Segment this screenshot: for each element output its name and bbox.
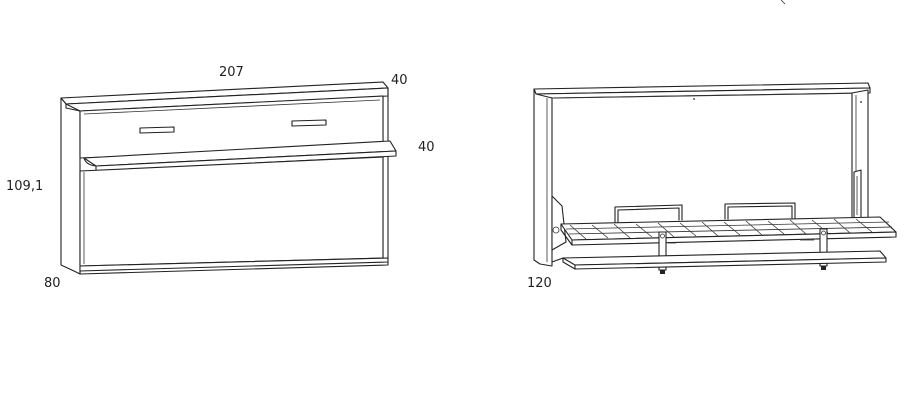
depth-label-top: 40: [391, 73, 408, 88]
corner-mark: [780, 0, 786, 5]
height-label: 109,1: [6, 179, 43, 194]
open-left-side: [533, 88, 553, 267]
right-handle: [291, 119, 327, 127]
left-handle: [139, 126, 175, 134]
left-mechanism: [551, 195, 567, 251]
bed-frame-front: [571, 231, 897, 246]
open-plinth: [574, 257, 887, 270]
headboard-right: [724, 202, 796, 220]
depth-label-desk: 40: [418, 140, 435, 155]
closed-unit: [60, 81, 397, 275]
closed-left-side: [60, 97, 81, 275]
bed-slats: [565, 218, 893, 240]
desk-front: [95, 150, 397, 172]
depth-label-bottom: 80: [44, 276, 61, 291]
headboard-left: [614, 204, 683, 223]
width-label: 207: [219, 65, 244, 80]
closed-lower-panel: [79, 156, 384, 267]
open-unit: [533, 82, 897, 274]
right-mechanism: [853, 169, 862, 222]
length-label: 120: [527, 276, 552, 291]
